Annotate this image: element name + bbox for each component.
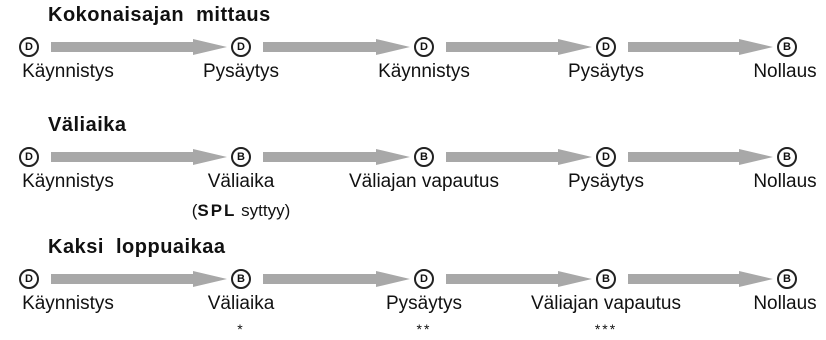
step-label: Käynnistys bbox=[22, 171, 114, 192]
flow-arrow-icon bbox=[51, 149, 227, 165]
button-b-icon: B bbox=[596, 269, 616, 289]
button-d-icon: D bbox=[19, 147, 39, 167]
step-label: Väliajan vapautus bbox=[531, 293, 681, 314]
button-d-icon: D bbox=[414, 37, 434, 57]
section-title: Väliaika bbox=[48, 114, 127, 136]
step-label: Käynnistys bbox=[22, 293, 114, 314]
step-label: Nollaus bbox=[753, 293, 817, 314]
step-label: Nollaus bbox=[753, 61, 817, 82]
flow-arrow-icon bbox=[446, 39, 592, 55]
flow-arrow-icon bbox=[446, 271, 592, 287]
step-label: Väliajan vapautus bbox=[349, 171, 499, 192]
spl-note: (SPL syttyy) bbox=[192, 201, 291, 221]
note-rest: syttyy) bbox=[236, 201, 291, 220]
footnote-mark: ** bbox=[416, 321, 432, 337]
spl-indicator: SPL bbox=[197, 201, 237, 220]
step-label: Pysäytys bbox=[567, 171, 645, 192]
flow-arrow-icon bbox=[446, 149, 592, 165]
button-b-icon: B bbox=[777, 147, 797, 167]
step-label: Nollaus bbox=[753, 171, 817, 192]
footnote-mark: * bbox=[237, 321, 245, 337]
flow-arrow-icon bbox=[628, 39, 773, 55]
button-d-icon: D bbox=[19, 269, 39, 289]
step-label: Pysäytys bbox=[202, 61, 280, 82]
section-title: Kokonaisajan mittaus bbox=[48, 4, 271, 26]
step-label: Käynnistys bbox=[22, 61, 114, 82]
flow-arrow-icon bbox=[51, 39, 227, 55]
step-label: Pysäytys bbox=[385, 293, 463, 314]
button-b-icon: B bbox=[414, 147, 434, 167]
footnote-mark: *** bbox=[594, 321, 618, 337]
flow-arrow-icon bbox=[628, 271, 773, 287]
flow-arrow-icon bbox=[263, 271, 410, 287]
button-b-icon: B bbox=[777, 37, 797, 57]
button-d-icon: D bbox=[596, 37, 616, 57]
flow-arrow-icon bbox=[51, 271, 227, 287]
flow-arrow-icon bbox=[263, 39, 410, 55]
button-d-icon: D bbox=[19, 37, 39, 57]
button-d-icon: D bbox=[596, 147, 616, 167]
step-label: Pysäytys bbox=[567, 61, 645, 82]
button-b-icon: B bbox=[777, 269, 797, 289]
section-title: Kaksi loppuaikaa bbox=[48, 236, 226, 258]
step-label: Väliaika bbox=[207, 293, 275, 314]
flow-arrow-icon bbox=[263, 149, 410, 165]
flow-arrow-icon bbox=[628, 149, 773, 165]
step-label: Väliaika bbox=[207, 171, 275, 192]
button-b-icon: B bbox=[231, 269, 251, 289]
note-open: ( bbox=[191, 201, 198, 220]
button-d-icon: D bbox=[231, 37, 251, 57]
button-d-icon: D bbox=[414, 269, 434, 289]
button-b-icon: B bbox=[231, 147, 251, 167]
step-label: Käynnistys bbox=[378, 61, 470, 82]
